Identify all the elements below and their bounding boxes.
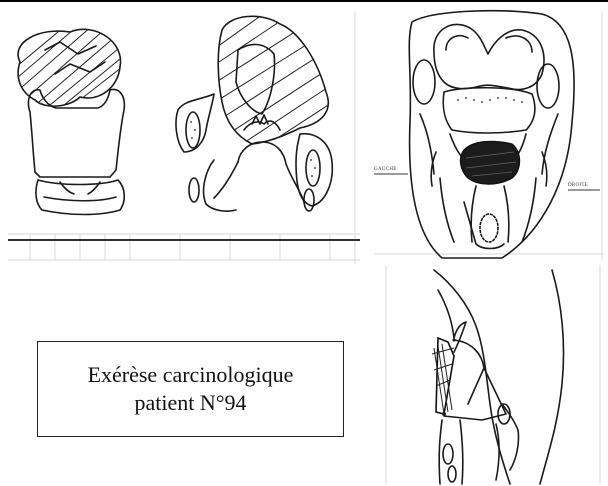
caption-line-1: Exérèse carcinologique bbox=[88, 361, 294, 389]
stipple-arc bbox=[457, 97, 523, 103]
right-side-label: DROITE bbox=[568, 183, 588, 188]
anterior-view-sketch bbox=[10, 22, 126, 215]
caption-box: Exérèse carcinologique patient N°94 bbox=[37, 341, 344, 437]
sagittal-view-panel bbox=[372, 264, 608, 486]
superior-view-panel: GAUCHE DROITE bbox=[372, 2, 608, 264]
posterior-view-sketch bbox=[176, 2, 336, 211]
sagittal-view-sketch bbox=[372, 264, 608, 486]
superior-view-sketch: GAUCHE DROITE bbox=[372, 2, 608, 264]
left-side-label: GAUCHE bbox=[374, 167, 397, 172]
caption-line-2: patient N°94 bbox=[134, 389, 246, 417]
larynx-sketch-panel bbox=[0, 2, 372, 270]
larynx-sketch bbox=[0, 2, 372, 270]
